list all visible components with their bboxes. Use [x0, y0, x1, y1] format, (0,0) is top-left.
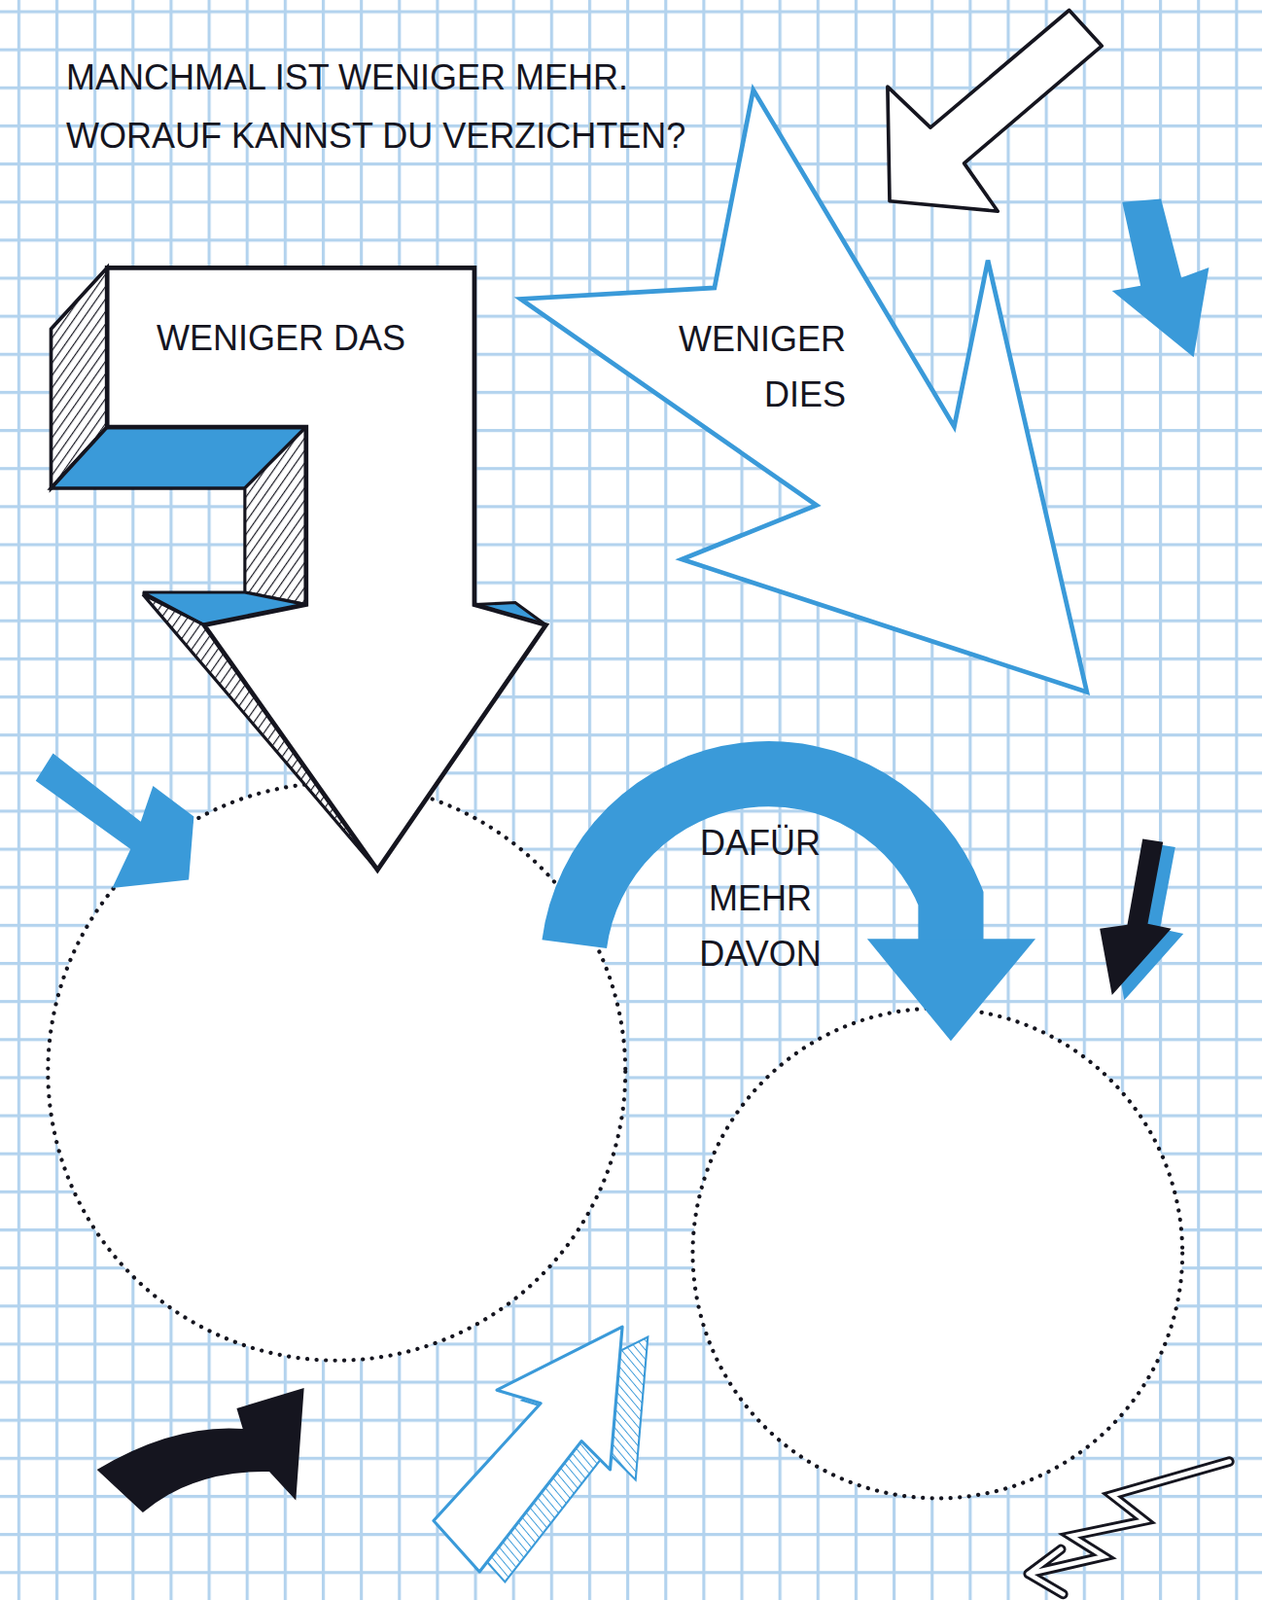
outline-arrow [887, 9, 1102, 211]
arrow-front-face [106, 267, 546, 870]
zigzag-arrow-inner [1028, 1461, 1230, 1594]
arrow-inner-face [245, 426, 307, 605]
zigzag-arrow [1028, 1461, 1230, 1594]
curved-arrow-head [867, 938, 1036, 1041]
dark-arrow [1099, 839, 1171, 996]
node-text: WENIGER DAS [135, 309, 427, 368]
dotted-circle [692, 1008, 1183, 1499]
outline-arrow [433, 1326, 623, 1572]
curved-dark-arrow [97, 1387, 305, 1512]
star-outline [520, 89, 1087, 692]
node-text: WENIGER DIES [651, 311, 846, 422]
star-box: WENIGER DIES [510, 81, 1097, 704]
arrow-label: DAFÜR MEHR DAVON [682, 814, 839, 982]
page-title: MANCHMAL IST WENIGER MEHR. WORAUF KANNST… [66, 48, 728, 166]
blue-arrow [1112, 199, 1210, 358]
arrow-box: WENIGER DAS [40, 260, 557, 878]
blue-arrow [35, 752, 195, 888]
